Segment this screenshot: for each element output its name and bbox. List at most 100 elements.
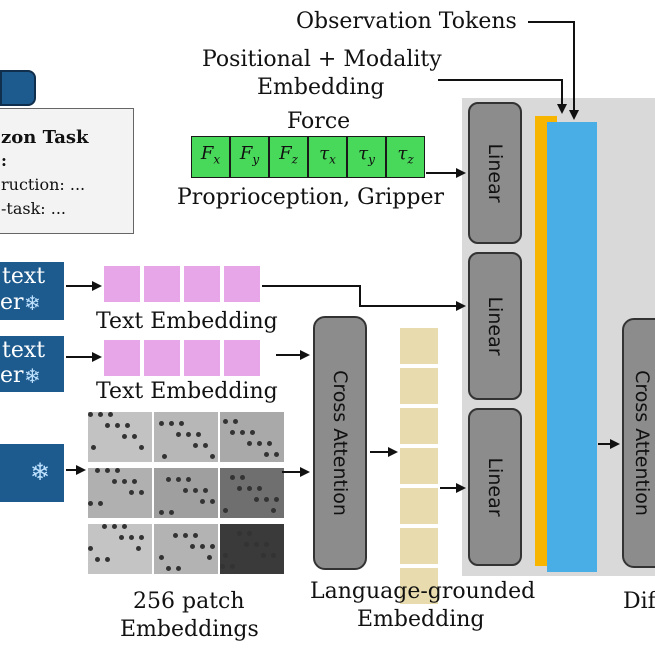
pegboard-hole [183,533,188,538]
pegboard-hole [233,419,238,424]
positional-modality-label-line2: Embedding [257,75,385,100]
language-embedding-cell [400,368,438,406]
force-subscript: z [291,152,298,167]
pegboard-hole [88,501,93,506]
diffusion-label-partial: Dif [623,589,655,614]
pegboard-hole [159,510,164,515]
force-label: Force [287,109,351,134]
header-tab [0,70,36,106]
pegboard-hole [132,434,137,439]
pegboard-hole [250,430,255,435]
pegboard-hole [264,542,269,547]
language-embedding-cell [400,448,438,486]
text-encoder-2-line1: text [2,338,46,363]
pegboard-hole [203,488,208,493]
linear-block-2: Linear [468,252,522,400]
pegboard-hole [91,445,96,450]
pegboard-hole [159,421,164,426]
pegboard-hole [247,486,252,491]
language-embedding-cell [400,328,438,366]
force-cell: τx [308,136,347,178]
observation-token-bar [547,122,597,572]
pegboard-hole [173,533,178,538]
text-embedding-cell [144,340,180,376]
language-embedding-cell [400,488,438,526]
pegboard-hole [210,544,215,549]
pegboard-hole [223,419,228,424]
image-patch [154,468,218,518]
pegboard-hole [247,531,252,536]
text-embedding-cell [224,340,260,376]
pegboard-hole [257,486,262,491]
language-grounded-caption-line2: Embedding [357,607,485,632]
pegboard-hole [98,412,103,417]
pegboard-hole [159,555,164,560]
pegboard-hole [200,499,205,504]
pegboard-hole [196,432,201,437]
text-embedding-label-2: Text Embedding [96,379,278,404]
observation-tokens-label: Observation Tokens [296,9,517,34]
image-patch [88,524,152,574]
pegboard-hole [264,497,269,502]
pegboard-hole [139,490,144,495]
text-embedding-to-linear-arrow [262,285,466,311]
pegboard-hole [220,564,225,569]
pegboard-hole [190,544,195,549]
language-embedding-cell [400,568,438,606]
image-encoder: ❄ [0,444,64,502]
language-grounded-caption-line1: Language-grounded [310,579,536,604]
pegboard-hole [108,412,113,417]
pegboard-hole [169,510,174,515]
pegboard-hole [176,477,181,482]
image-patch [220,524,284,574]
linear-block-1: Linear [468,102,522,244]
linear-label-2: Linear [484,296,506,356]
pegboard-hole [166,566,171,571]
pegboard-hole [122,434,127,439]
pegboard-hole [193,443,198,448]
image-patch [88,412,152,462]
linear-block-3: Linear [468,408,522,566]
cross-attention-block: Cross Attention [313,316,367,570]
pegboard-hole [136,546,141,551]
force-subscript: z [407,152,414,167]
linear-label-3: Linear [484,457,506,517]
force-cell: Fz [269,136,308,178]
pegboard-hole [254,497,259,502]
task-box-line2: ruction: ... [1,175,86,194]
text-embedding-cell [184,340,220,376]
force-cell: Fx [191,136,230,178]
snowflake-icon: ❄ [24,291,41,315]
pegboard-hole [237,531,242,536]
force-cell: τy [347,136,386,178]
pegboard-hole [129,490,134,495]
pegboard-hole [176,432,181,437]
pegboard-hole [200,544,205,549]
text-embedding-label-1: Text Embedding [96,309,278,334]
pegboard-hole [115,423,120,428]
pegboard-hole [105,423,110,428]
pegboard-hole [119,535,124,540]
pegboard-hole [125,423,130,428]
pegboard-hole [95,468,100,473]
pegboard-hole [102,524,107,529]
image-patch [220,412,284,462]
language-embedding-cell [400,528,438,566]
pegboard-hole [210,499,215,504]
image-patch [220,468,284,518]
text-encoder-1-line1: text [2,264,46,289]
pegboard-hole [271,553,276,558]
pegboard-hole [132,479,137,484]
image-patch [154,412,218,462]
force-subscript: y [368,152,375,167]
task-box-title: zon Task [1,127,89,148]
pegboard-hole [274,497,279,502]
force-subscript: y [252,152,260,167]
pegboard-hole [207,555,212,560]
pegboard-hole [183,488,188,493]
pegboard-hole [261,553,266,558]
pegboard-hole [186,432,191,437]
text-embedding-cell [224,266,260,302]
text-encoder-1-line2: er [0,290,24,315]
pegboard-hole [244,542,249,547]
